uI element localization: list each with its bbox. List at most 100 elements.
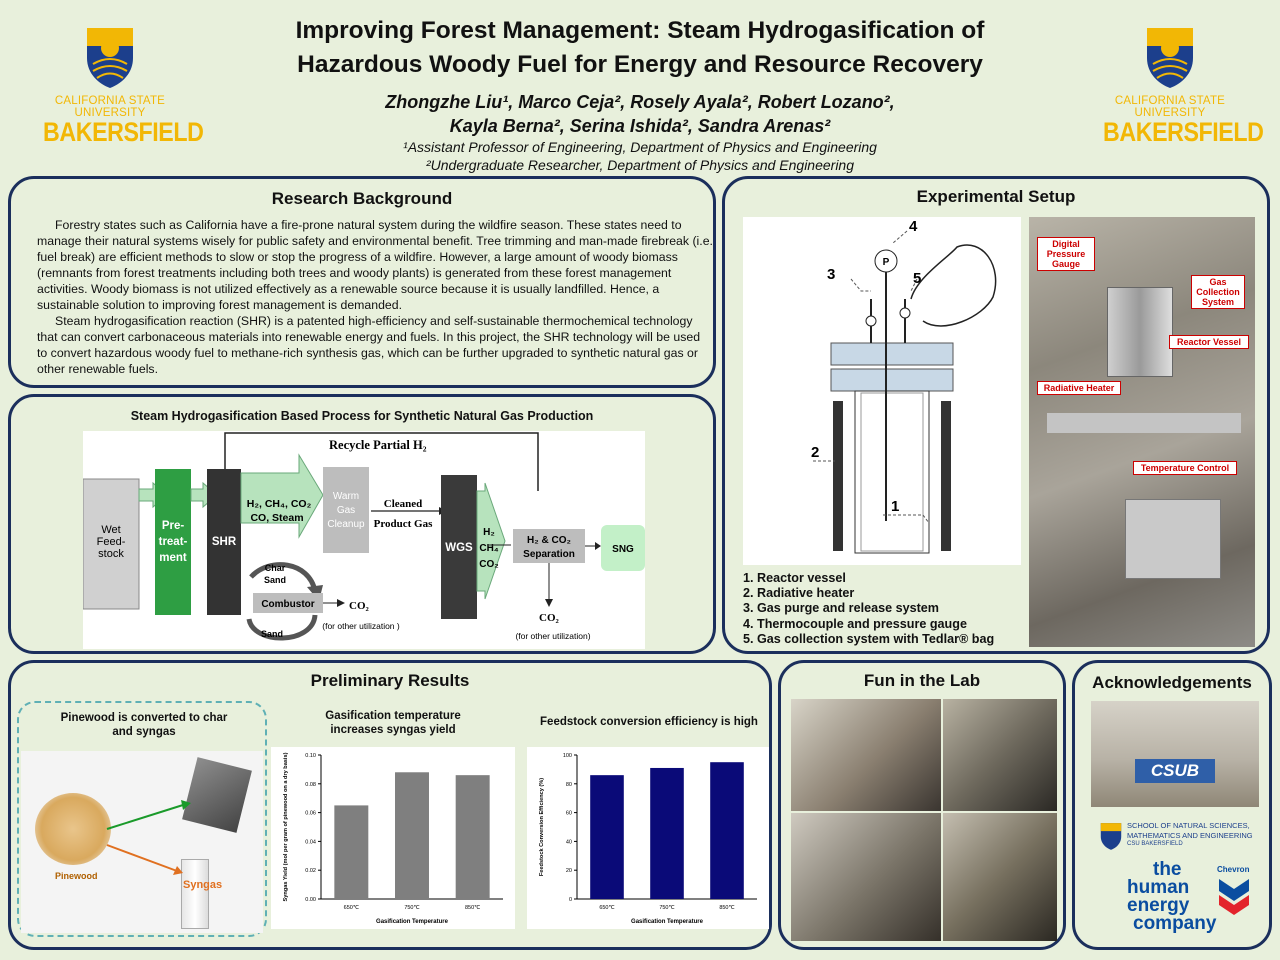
chart2-caption: Feedstock conversion efficiency is high	[540, 716, 758, 728]
background-paragraph-2: Steam hydrogasification reaction (SHR) i…	[37, 314, 701, 376]
authors-line-2: Kayla Berna², Serina Ishida², Sandra Are…	[449, 116, 831, 136]
title-line-2: Hazardous Woody Fuel for Energy and Reso…	[297, 51, 983, 78]
logo-university: CALIFORNIA STATE UNIVERSITY	[54, 95, 166, 119]
label-digital-gauge: Digital Pressure Gauge	[1037, 237, 1095, 271]
wgs-out-arrow	[476, 482, 506, 600]
wet-label-3: stock	[98, 548, 124, 560]
sand-label: Sand	[261, 629, 283, 639]
panel-title: Experimental Setup	[916, 187, 1076, 206]
wet-label-1: Wet	[101, 524, 120, 536]
warm-gas-box	[323, 467, 369, 553]
authors: Zhongzhe Liu¹, Marco Ceja², Rosely Ayala…	[230, 90, 1050, 138]
wgs-out-3: CO₂	[479, 559, 498, 570]
chevron-logo: the human energy company Chevron	[1127, 859, 1267, 943]
conversion-arrows	[106, 800, 191, 875]
char-loop	[249, 562, 318, 592]
flange-top	[830, 342, 954, 366]
background-text: Forestry states such as California have …	[37, 217, 713, 377]
label-4: 4	[909, 218, 918, 235]
flange-bottom	[830, 368, 954, 392]
line-3	[850, 278, 871, 292]
arrow-to-char-head	[181, 800, 191, 810]
experimental-setup-panel: Experimental Setup P 4 3 5 2 1	[722, 176, 1270, 654]
shr-out-arrow	[240, 453, 324, 539]
lab-photo-4	[943, 813, 1057, 941]
pressure-gauge-icon	[874, 249, 898, 273]
y-tick-label: 40	[566, 839, 572, 845]
wgs-box	[441, 475, 477, 619]
recycle-line	[224, 432, 539, 491]
pre-label-3: ment	[159, 552, 187, 564]
panel-title: Preliminary Results	[310, 671, 470, 690]
y-tick-label: 0.00	[305, 897, 316, 903]
heater-left	[833, 401, 843, 551]
csub-logo-right: CALIFORNIA STATE UNIVERSITY BAKERSFIELD	[1090, 24, 1264, 146]
bar-0	[334, 805, 369, 899]
x-tick-label: 850℃	[719, 905, 735, 911]
x-tick-label: 650℃	[599, 905, 615, 911]
y-tick-label: 80	[566, 782, 572, 788]
chevron-the: the	[1153, 859, 1182, 880]
csub-shield-icon	[1147, 28, 1193, 88]
other-util-b: (for other utilization)	[515, 631, 590, 641]
title-line-1: Improving Forest Management: Steam Hydro…	[295, 17, 985, 44]
acknowledgements-panel: Acknowledgements CSUB SCHOOL OF NATURAL …	[1072, 660, 1272, 950]
nsme-line-3: CSU BAKERSFIELD	[1127, 841, 1183, 847]
pinewood-caption: Pinewood is converted to char and syngas	[60, 712, 228, 738]
pre-label-2: treat-	[159, 536, 188, 548]
y-tick-label: 0.02	[305, 868, 316, 874]
bar-1	[395, 772, 429, 899]
line-4	[892, 230, 908, 244]
setup-item: 2. Radiative heater	[743, 586, 855, 601]
label-temperature-control: Temperature Control	[1133, 461, 1237, 475]
sep-label-1: H₂ & CO₂	[527, 535, 571, 546]
sng-box	[601, 525, 645, 571]
y-tick-label: 60	[566, 811, 572, 817]
y-tick-label: 0.08	[305, 782, 316, 788]
label-gas-collection: Gas Collection System	[1191, 275, 1245, 309]
wgs-out-1: H₂	[483, 527, 495, 538]
chevron-brand: Chevron	[1217, 865, 1250, 874]
label-reactor-vessel: Reactor Vessel	[1169, 335, 1249, 349]
label-3: 3	[827, 266, 835, 283]
valve-5-icon	[899, 307, 911, 319]
label-1: 1	[891, 498, 899, 515]
syngas-label: Syngas	[183, 879, 223, 891]
wgs-out-2: CH₄	[479, 543, 498, 554]
fun-in-lab-panel: Fun in the Lab	[778, 660, 1066, 950]
y-tick-label: 0.10	[305, 753, 316, 759]
y-tick-label: 100	[563, 753, 572, 759]
csub-logo-left: CALIFORNIA STATE UNIVERSITY BAKERSFIELD	[30, 24, 204, 146]
y-tick-label: 0.04	[305, 839, 316, 845]
reactor-schematic-svg: P 4 3 5 2 1	[811, 218, 997, 554]
shr-out-1: H₂, CH₄, CO₂	[247, 498, 312, 510]
background-paragraph-1: Forestry states such as California have …	[37, 218, 713, 312]
warm-label-2: Gas	[337, 505, 355, 516]
pre-label-1: Pre-	[162, 520, 185, 532]
chart1-caption: Gasification temperature increases synga…	[325, 710, 461, 736]
panel-title: Acknowledgements	[1092, 673, 1252, 692]
y-tick-label: 0.06	[305, 811, 316, 817]
warm-label-3: Cleanup	[327, 519, 365, 530]
poster-title: Improving Forest Management: Steam Hydro…	[230, 14, 1050, 82]
co2-label: CO₂	[349, 600, 370, 612]
chevron-company: company	[1133, 913, 1217, 934]
logo-campus: BAKERSFIELD	[1103, 117, 1264, 147]
panel-title: Research Background	[271, 189, 453, 208]
frame-shape	[1047, 413, 1241, 433]
shr-box	[207, 469, 241, 615]
chevron-icon	[1219, 879, 1249, 915]
x-tick-label: 650℃	[344, 905, 360, 911]
chevron-energy: energy	[1127, 895, 1190, 916]
arrow-to-char	[106, 804, 184, 830]
syngas-vial	[181, 859, 209, 929]
separation-box	[513, 529, 585, 563]
co2-down-head	[545, 599, 553, 607]
y-axis-label: Syngas Yield (mol per gram of pinewood o…	[283, 752, 289, 901]
lab-photo-1	[791, 699, 941, 811]
vessel-inner	[860, 392, 924, 552]
arrow-to-syngas	[106, 844, 178, 872]
other-util: (for other utilization )	[322, 621, 400, 631]
